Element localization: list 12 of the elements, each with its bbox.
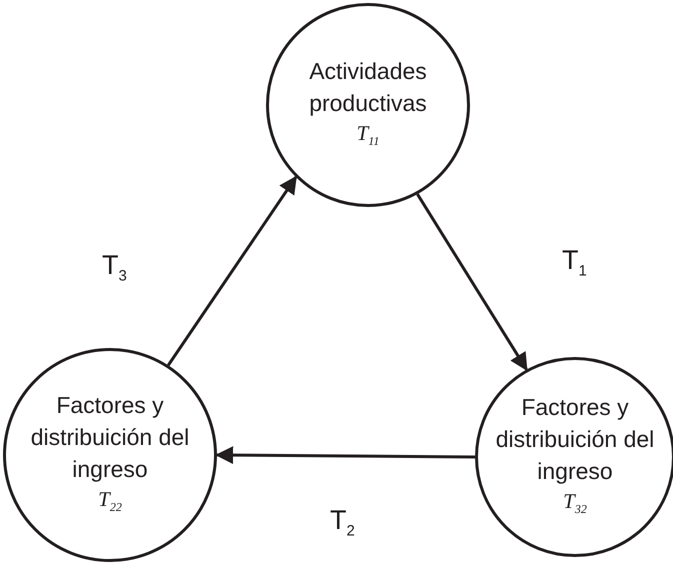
node-label: Factores y distribuición del ingreso bbox=[30, 390, 190, 484]
edge-label: T$_{1}$ bbox=[562, 245, 587, 280]
node-label: Actividades productivas bbox=[308, 56, 428, 118]
arrow bbox=[167, 176, 298, 366]
node-symbol: T$_{22}$ bbox=[98, 486, 122, 516]
edge-label: T$_{3}$ bbox=[102, 250, 127, 284]
node-symbol: T$_{11}$ bbox=[356, 120, 380, 150]
arrow bbox=[215, 446, 476, 464]
edge-label: T$_{2}$ bbox=[330, 505, 355, 540]
arrow bbox=[416, 193, 528, 372]
node-symbol: T$_{32}$ bbox=[563, 488, 587, 518]
node-label: Factores y distribuición del ingreso bbox=[494, 392, 656, 486]
